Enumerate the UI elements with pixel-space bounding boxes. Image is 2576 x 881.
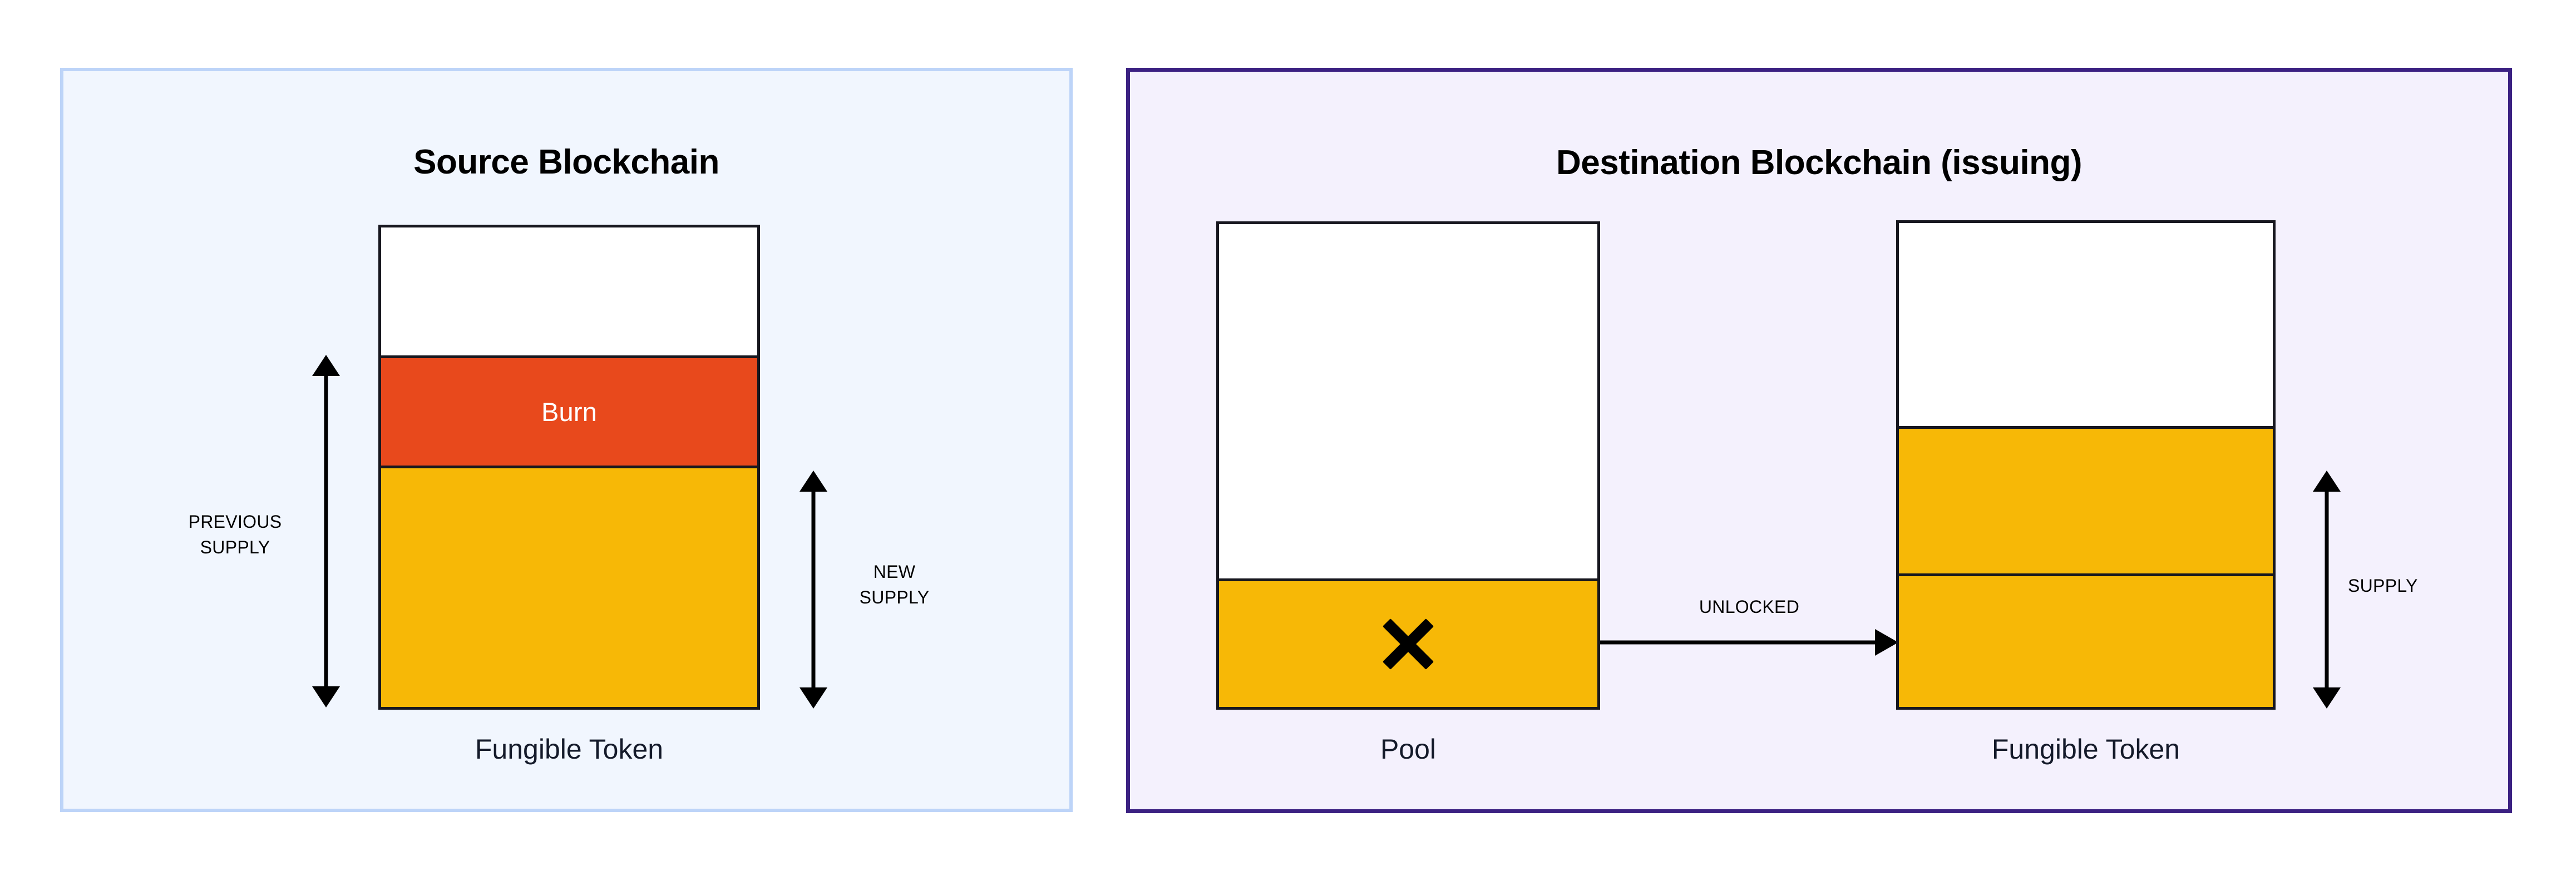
supply-measure-arrow [2310,471,2343,709]
arrow-head-right-icon [1875,629,1898,656]
destination-bar-caption: Fungible Token [1991,734,2180,765]
destination-segment-existing-supply [1899,425,2273,576]
previous-supply-label: PREVIOUS SUPPLY [188,512,282,558]
destination-segment-empty-headroom [1899,222,2273,426]
arrow-shaft [2325,487,2329,692]
arrow-shaft [1600,640,1878,645]
arrow-head-down-icon [312,686,340,707]
previous-supply-measure-arrow [309,355,343,707]
source-fungible-token-bar: Burn [378,225,760,710]
supply-label: SUPPLY [2348,576,2418,596]
pool-bar [1216,221,1600,710]
burn-segment-label: Burn [541,397,598,427]
source-panel-title: Source Blockchain [413,143,719,181]
new-supply-measure-arrow [797,471,830,709]
source-segment-empty-headroom [381,227,757,355]
pool-segment-released-headroom [1219,224,1597,578]
arrow-head-down-icon [2313,687,2341,709]
unlocked-flow-label: UNLOCKED [1699,597,1800,617]
source-segment-burn: Burn [381,355,757,468]
destination-segment-unlocked-supply [1899,576,2273,707]
destination-panel-title: Destination Blockchain (issuing) [1556,143,2082,182]
arrow-shaft [324,372,328,691]
x-mark-icon [1381,617,1435,671]
arrow-head-down-icon [800,687,827,709]
source-bar-caption: Fungible Token [475,734,664,765]
pool-segment-remaining [1219,578,1597,707]
new-supply-label: NEW SUPPLY [859,562,930,608]
arrow-shaft [811,487,816,692]
source-segment-remaining-supply [381,468,757,707]
unlocked-flow-arrow [1600,626,1898,659]
pool-bar-caption: Pool [1380,734,1437,765]
destination-fungible-token-bar [1896,220,2276,710]
